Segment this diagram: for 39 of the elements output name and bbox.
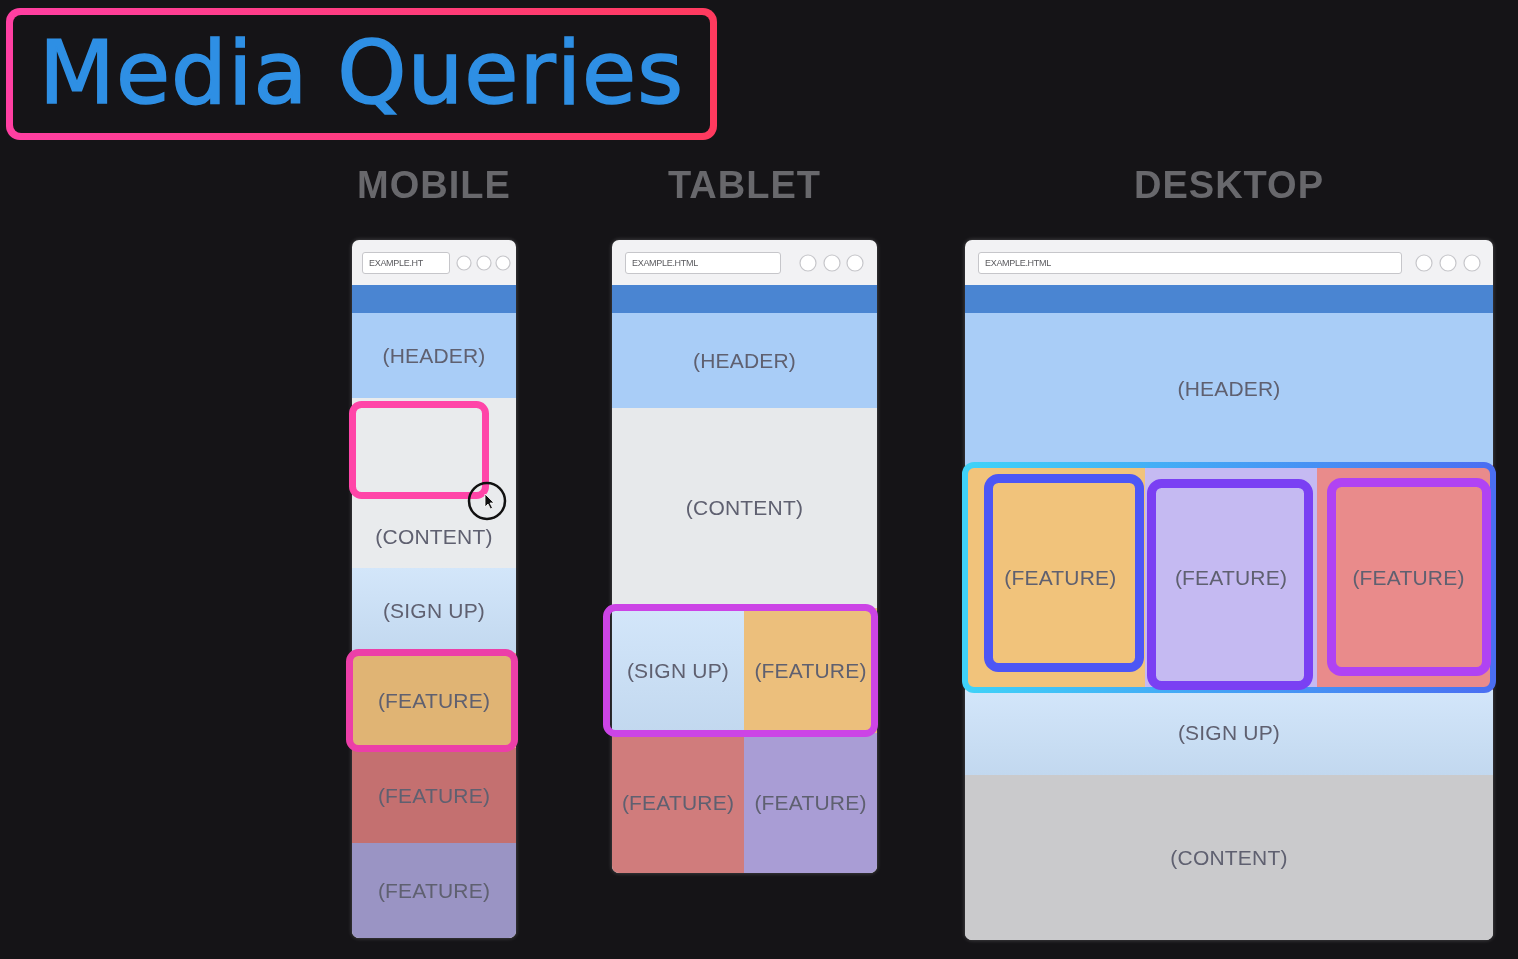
section-label: (FEATURE) <box>377 878 491 903</box>
signup-block <box>352 568 516 653</box>
section-label: (FEATURE) <box>1352 565 1465 590</box>
header-block <box>352 313 516 398</box>
header-block <box>965 313 1493 465</box>
section-label: (FEATURE) <box>1004 565 1117 590</box>
title: Media Queries <box>13 15 711 133</box>
section-label: (HEADER) <box>692 348 797 373</box>
signup-block <box>965 690 1493 775</box>
section-label: (SIGN UP) <box>382 598 486 623</box>
nav-bar <box>612 285 877 313</box>
section-label: (FEATURE) <box>377 783 491 808</box>
section-label: (CONTENT) <box>375 525 493 550</box>
section-label: (FEATURE) <box>754 791 867 815</box>
section-label: (CONTENT) <box>685 496 804 520</box>
address-bar: EXAMPLE.HTML <box>625 252 781 274</box>
section-label: (FEATURE) <box>754 658 867 683</box>
device-label: DESKTOP <box>1134 163 1324 207</box>
feature-block <box>352 843 516 938</box>
feature-block <box>352 748 516 843</box>
content-block <box>612 408 877 608</box>
address-bar: EXAMPLE.HT <box>362 252 450 274</box>
address-bar: EXAMPLE.HTML <box>978 252 1402 274</box>
section-label: (CONTENT) <box>1170 845 1288 870</box>
content-block <box>965 775 1493 940</box>
nav-bar <box>352 285 516 313</box>
device-label: MOBILE <box>357 163 511 207</box>
header-block <box>612 313 877 408</box>
section-label: (HEADER) <box>382 343 486 368</box>
device-label: TABLET <box>668 163 821 207</box>
section-label: (HEADER) <box>1177 377 1281 401</box>
section-label: (FEATURE) <box>1174 565 1288 590</box>
section-label: (FEATURE) <box>621 791 735 815</box>
signup-block <box>612 608 744 733</box>
section-label: (FEATURE) <box>377 688 491 713</box>
section-label: (SIGN UP) <box>626 658 730 683</box>
nav-bar <box>965 285 1493 313</box>
section-label: (SIGN UP) <box>1177 720 1281 745</box>
feature-block <box>744 733 877 873</box>
